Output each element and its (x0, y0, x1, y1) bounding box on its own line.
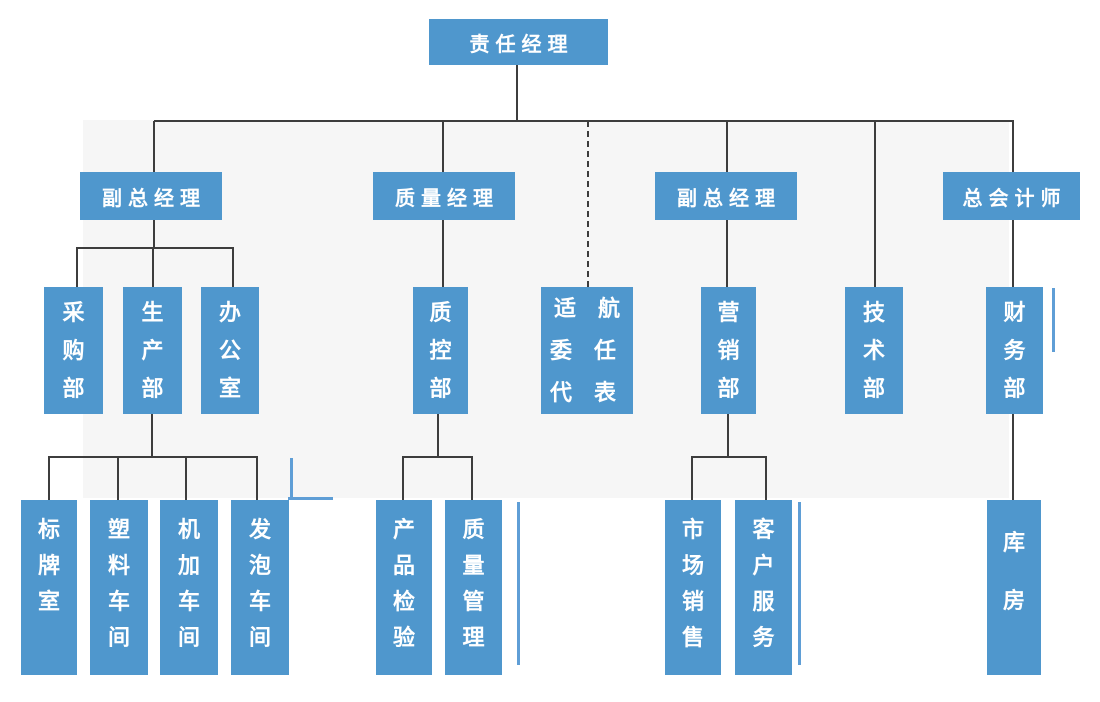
node-purchasing-dept: 采 购 部 (44, 287, 103, 414)
node-sign-room: 标 牌 室 (21, 500, 77, 675)
connector-line (471, 457, 473, 500)
node-deputy-gm-2: 副总经理 (655, 172, 797, 220)
connector-line (1012, 220, 1014, 287)
node-product-inspection: 产 品 检 验 (376, 500, 432, 675)
node-technology-dept: 技 术 部 (845, 287, 903, 414)
node-customer-service: 客 户 服 务 (735, 500, 792, 675)
node-marketing-dept: 营 销 部 (701, 287, 756, 414)
connector-line (153, 220, 155, 248)
connector-line (442, 220, 444, 287)
node-machining-workshop: 机 加 车 间 (160, 500, 218, 675)
node-production-dept: 生 产 部 (123, 287, 182, 414)
connector-line-dashed (587, 121, 589, 287)
connector-line (48, 457, 50, 500)
node-quality-management: 质 量 管 理 (445, 500, 502, 675)
node-foam-workshop: 发 泡 车 间 (231, 500, 289, 675)
connector-line (152, 248, 154, 287)
connector-line (256, 457, 258, 500)
connector-line (691, 457, 693, 500)
node-responsible-manager: 责任经理 (429, 19, 608, 65)
connector-line (76, 248, 78, 287)
connector-line (48, 456, 258, 458)
connector-line (726, 121, 728, 172)
connector-line (1012, 414, 1014, 500)
artifact-line (290, 458, 293, 498)
connector-line (516, 65, 518, 121)
artifact-line (1052, 288, 1055, 352)
connector-line (402, 457, 404, 500)
connector-line (117, 457, 119, 500)
node-finance-dept: 财 务 部 (986, 287, 1043, 414)
connector-line (185, 457, 187, 500)
connector-line (154, 120, 1014, 122)
connector-line (442, 121, 444, 172)
node-airworthiness-rep: 适 航 委 任 代 表 (541, 287, 633, 414)
node-warehouse: 库 房 (987, 500, 1041, 675)
connector-line (726, 220, 728, 287)
artifact-line (288, 497, 333, 500)
connector-line (691, 456, 767, 458)
connector-line (727, 414, 729, 457)
connector-line (232, 248, 234, 287)
node-chief-accountant: 总会计师 (943, 172, 1080, 220)
connector-line (402, 456, 473, 458)
connector-line (153, 121, 155, 172)
node-market-sales: 市 场 销 售 (665, 500, 721, 675)
artifact-line (798, 502, 801, 665)
node-office: 办 公 室 (201, 287, 259, 414)
connector-line (151, 414, 153, 457)
node-deputy-gm-1: 副总经理 (80, 172, 222, 220)
artifact-line (517, 502, 520, 665)
connector-line (437, 414, 439, 457)
connector-line (874, 121, 876, 287)
node-qc-dept: 质 控 部 (413, 287, 468, 414)
connector-line (76, 247, 234, 249)
node-plastic-workshop: 塑 料 车 间 (90, 500, 148, 675)
connector-line (1012, 121, 1014, 173)
node-quality-manager: 质量经理 (373, 172, 515, 220)
connector-line (765, 457, 767, 500)
